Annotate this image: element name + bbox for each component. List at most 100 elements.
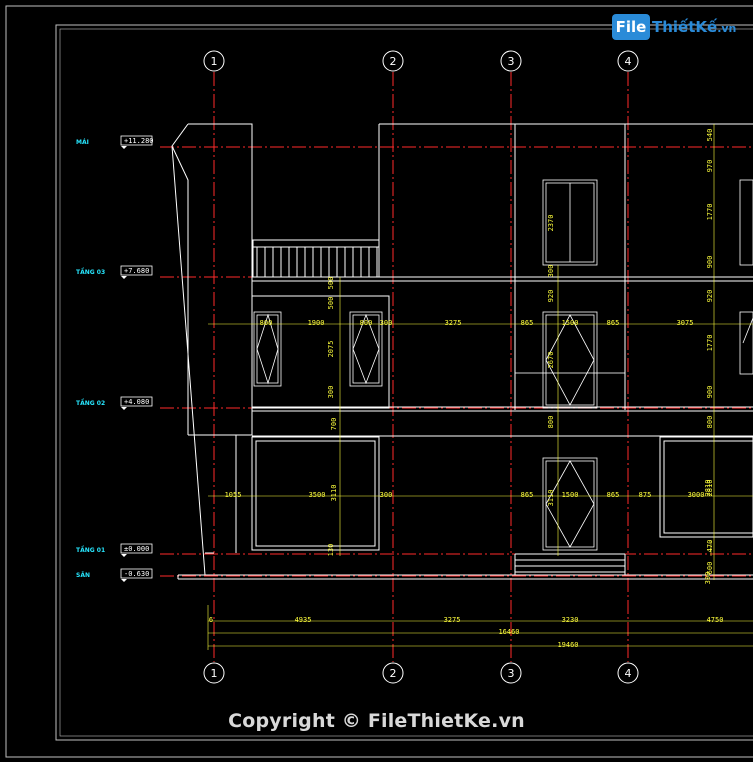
floor2-dim-label: 865 — [521, 491, 534, 499]
dimension-lines — [207, 124, 753, 650]
vertical-dim-label: 3110 — [547, 490, 555, 507]
level-triangle — [121, 579, 127, 582]
floor2-dim-label: 3500 — [309, 491, 326, 499]
bottom-dim-total: 19460 — [557, 641, 578, 649]
vertical-dim-label: 2075 — [327, 341, 335, 358]
vertical-dim-label: 300 — [547, 265, 555, 278]
floor2-dim-label: 865 — [607, 491, 620, 499]
grid-bubble-top: 4 — [617, 50, 639, 72]
bottom-dim-segment: 3275 — [444, 616, 461, 624]
right-dim-label: 540 — [706, 129, 714, 142]
level-triangle — [121, 276, 127, 279]
floor3-dim-label: 800 — [260, 319, 273, 327]
grid-bubble-label: 2 — [390, 667, 397, 680]
floor3-dim-label: 865 — [521, 319, 534, 327]
axis-lines — [213, 72, 629, 662]
level-name: MÁI — [76, 139, 89, 146]
floor3-dim-label: 1900 — [308, 319, 325, 327]
vertical-dim-label: 300 — [327, 386, 335, 399]
grid-bubble-bottom: 2 — [382, 662, 404, 684]
filethietke-logo: File ThiếtKế.vn — [612, 14, 736, 42]
outer-frame — [5, 5, 753, 758]
grid-bubble-top: 3 — [500, 50, 522, 72]
grid-bubble-top: 1 — [203, 50, 225, 72]
level-triangle — [121, 407, 127, 410]
vertical-dim-label: 300 — [704, 572, 712, 585]
bottom-dim-subtotal: 16460 — [498, 628, 519, 636]
right-dim-label: 920 — [706, 290, 714, 303]
bottom-dim-segment: 3230 — [562, 616, 579, 624]
grid-bubble-top: 2 — [382, 50, 404, 72]
level-triangle — [121, 146, 127, 149]
floor2-dim-label: 1055 — [225, 491, 242, 499]
level-elevation: -0.630 — [124, 570, 149, 578]
right-dim-label: 970 — [706, 160, 714, 173]
grid-bubble-label: 4 — [625, 55, 632, 68]
grid-bubble-label: 1 — [211, 55, 218, 68]
floor3-dim-label: 1500 — [562, 319, 579, 327]
vertical-dim-label: 500 — [327, 277, 335, 290]
right-dim-label: 2810 — [706, 480, 714, 497]
grid-bubble-label: 4 — [625, 667, 632, 680]
right-dim-label: 900 — [706, 386, 714, 399]
level-box — [120, 135, 153, 146]
vertical-dim-label: 2810 — [704, 480, 712, 497]
floor3-dim-label: 865 — [607, 319, 620, 327]
bottom-dim-segment: 4750 — [707, 616, 724, 624]
level-elevation: +11.280 — [124, 137, 154, 145]
level-box — [120, 568, 153, 579]
level-elevation: ±0.000 — [124, 545, 149, 553]
logo-domain: .vn — [717, 22, 737, 35]
level-box — [120, 265, 153, 276]
openings — [253, 179, 753, 551]
level-name: TẦNG 02 — [76, 398, 105, 407]
level-marker: TẦNG 01 ±0.000 — [76, 543, 153, 557]
vertical-dim-label: 700 — [330, 418, 338, 431]
floor2-dim-label: 875 — [639, 491, 652, 499]
level-marker: TẦNG 02 +4.080 — [76, 396, 153, 410]
right-dim-label: 900 — [706, 256, 714, 269]
right-dim-label: 800 — [706, 416, 714, 429]
vertical-dim-label: 500 — [327, 297, 335, 310]
level-box — [120, 396, 153, 407]
logo-name: ThiếtKế — [652, 18, 718, 36]
inner-frame — [55, 24, 753, 741]
grid-bubble-bottom: 4 — [617, 662, 639, 684]
grid-bubble-bottom: 1 — [203, 662, 225, 684]
grid-bubble-circle — [203, 662, 225, 684]
grid-bubble-circle — [500, 662, 522, 684]
level-marker: SÂN -0.630 — [76, 568, 153, 582]
grid-bubble-label: 2 — [390, 55, 397, 68]
grid-bubble-label: 1 — [211, 667, 218, 680]
vertical-dim-label: 130 — [327, 544, 335, 557]
grid-bubble-circle — [617, 662, 639, 684]
level-elevation: +7.680 — [124, 267, 149, 275]
grid-bubble-circle — [382, 662, 404, 684]
grid-bubble-circle — [203, 50, 225, 72]
level-marker: TẦNG 03+7.680 — [76, 265, 153, 279]
grid-bubble-bottom: 3 — [500, 662, 522, 684]
floor3-dim-label: 800 — [360, 319, 373, 327]
inner-frame-2 — [59, 28, 753, 737]
right-dim-label: 1770 — [706, 204, 714, 221]
floor2-dim-label: 1500 — [562, 491, 579, 499]
grid-bubbles: 1 2 3 4 1 2 3 4 — [203, 50, 639, 684]
level-elevation: +4.080 — [124, 398, 149, 406]
vertical-dim-label: 920 — [547, 290, 555, 303]
vertical-dim-label: 3110 — [330, 485, 338, 502]
level-name: SÂN — [76, 572, 90, 579]
vertical-dim-label: 2370 — [547, 215, 555, 232]
bottom-dim-segment: 6 — [209, 616, 213, 624]
level-name: TẦNG 01 — [76, 545, 105, 554]
grid-bubble-circle — [382, 50, 404, 72]
grid-bubble-circle — [500, 50, 522, 72]
logo-file-badge: File — [612, 14, 650, 40]
vertical-dim-label: 2670 — [547, 352, 555, 369]
floor3-dim-label: 3075 — [677, 319, 694, 327]
grid-bubble-circle — [617, 50, 639, 72]
bottom-dim-segment: 4935 — [295, 616, 312, 624]
floor3-dim-label: 3275 — [445, 319, 462, 327]
